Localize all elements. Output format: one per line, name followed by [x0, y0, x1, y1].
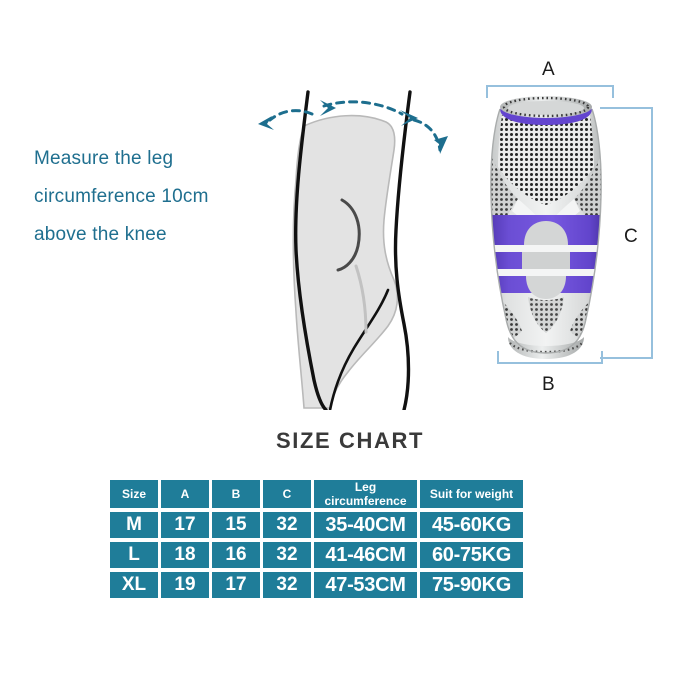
cell-a: 19 [161, 572, 209, 598]
top-cuff-stitching [502, 96, 590, 118]
dimension-bracket-c [600, 107, 653, 359]
arrowhead-right-icon [400, 110, 418, 126]
header-size: Size [110, 480, 158, 508]
patella-center-strip [522, 252, 570, 269]
cell-weight: 60-75KG [420, 542, 523, 568]
front-leg-contour [294, 90, 328, 410]
cell-b: 15 [212, 512, 260, 538]
table-header-row: Size A B C Leg circumference Suit for we… [110, 480, 523, 508]
table-row: M 17 15 32 35-40CM 45-60KG [110, 512, 523, 538]
arrowhead-left-icon [258, 116, 274, 130]
cell-leg-circumference: 47-53CM [314, 572, 417, 598]
header-a: A [161, 480, 209, 508]
bottom-knit-cuff [508, 337, 584, 359]
product-figure: A B C [470, 55, 670, 405]
knee-compression-sleeve-photo [490, 96, 602, 359]
cell-a: 17 [161, 512, 209, 538]
arrowhead-far-right-icon [434, 136, 448, 154]
calf-contour [328, 288, 390, 410]
page-title: SIZE CHART [276, 428, 424, 453]
wrap-arrow-right-path [412, 118, 442, 152]
table-row: XL 19 17 32 47-53CM 75-90KG [110, 572, 523, 598]
cell-size: XL [110, 572, 158, 598]
table-row: L 18 16 32 41-46CM 60-75KG [110, 542, 523, 568]
dimension-label-c: C [624, 226, 638, 247]
patella-opening-upper [524, 221, 568, 245]
sleeve-outline [490, 108, 602, 354]
cell-leg-circumference: 41-46CM [314, 542, 417, 568]
cell-c: 32 [263, 572, 311, 598]
arrowhead-top-icon [320, 100, 336, 116]
header-leg-circumference: Leg circumference [314, 480, 417, 508]
cell-c: 32 [263, 542, 311, 568]
band-white-stripe-upper [490, 245, 602, 252]
header-c: C [263, 480, 311, 508]
rear-leg-contour [393, 90, 412, 410]
header-b: B [212, 480, 260, 508]
wrap-arrow-left-path [268, 109, 314, 122]
patella-opening-lower [526, 276, 566, 299]
cell-c: 32 [263, 512, 311, 538]
knee-silhouette [292, 114, 399, 409]
cell-weight: 45-60KG [420, 512, 523, 538]
arrowheads [258, 100, 448, 154]
size-chart-table: Size A B C Leg circumference Suit for we… [107, 476, 526, 602]
cell-a: 18 [161, 542, 209, 568]
dimension-label-a: A [542, 59, 555, 80]
cell-weight: 75-90KG [420, 572, 523, 598]
x-support-strap [512, 199, 580, 243]
cell-b: 17 [212, 572, 260, 598]
header-suit-for-weight: Suit for weight [420, 480, 523, 508]
dimension-label-b: B [542, 374, 555, 395]
cell-leg-circumference: 35-40CM [314, 512, 417, 538]
kneecap-crescent [336, 198, 361, 272]
lower-center-mesh-panel [528, 297, 564, 333]
bent-knee-profile-illustration [258, 90, 448, 410]
shin-highlight [354, 264, 368, 334]
dimension-bracket-a [486, 85, 614, 98]
bottom-cuff-stitching [509, 342, 583, 354]
wrap-arrow-top-path [322, 100, 404, 116]
cell-b: 16 [212, 542, 260, 568]
cell-size: M [110, 512, 158, 538]
measurement-instruction-text: Measure the leg circumference 10cm above… [34, 148, 209, 245]
band-white-stripe-lower [490, 269, 602, 276]
top-cuff-inner [508, 101, 584, 115]
cell-size: L [110, 542, 158, 568]
